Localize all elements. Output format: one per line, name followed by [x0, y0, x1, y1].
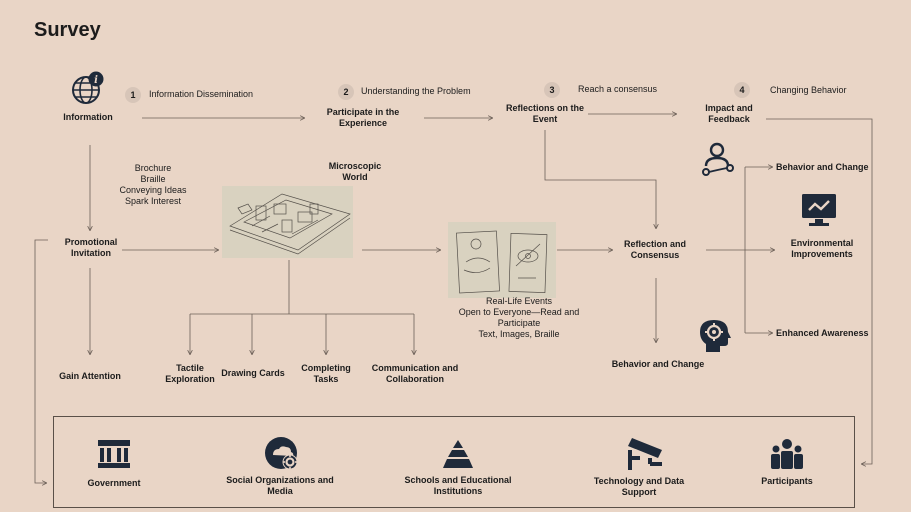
step-2-label: Understanding the Problem [361, 86, 471, 96]
stakeholder-social-organizations-media: Social Organizations and Media [226, 475, 334, 496]
info-list: Brochure Braille Conveying Ideas Spark I… [104, 163, 202, 207]
info-item: Braille [140, 174, 166, 184]
stakeholder-participants: Participants [761, 476, 813, 486]
real-life-events-cards-image [448, 222, 556, 298]
pyramid-icon [442, 438, 474, 470]
node-microscopic-world: Microscopic World [328, 161, 382, 182]
info-item: Conveying Ideas [119, 185, 187, 195]
node-promotional-invitation: Promotional Invitation [64, 237, 118, 258]
social-organization-icon [263, 435, 301, 471]
page-title: Survey [34, 19, 101, 41]
activity-tactile-exploration: Tactile Exploration [165, 363, 215, 384]
step-1-number: 1 [125, 87, 141, 103]
node-enhanced-awareness: Enhanced Awareness [776, 328, 869, 338]
cctv-camera-icon [626, 436, 664, 472]
stakeholder-technology-data: Technology and Data Support [593, 476, 685, 497]
node-reflections-event: Reflections on the Event [505, 103, 584, 124]
stakeholder-schools-educational: Schools and Educational Institutions [404, 475, 512, 496]
activity-communication-collaboration: Communication and Collaboration [371, 363, 459, 384]
activity-drawing-cards: Drawing Cards [221, 368, 285, 378]
step-1-label: Information Dissemination [149, 89, 254, 99]
step-2-number: 2 [338, 84, 354, 100]
node-information: Information [63, 112, 113, 122]
info-item: Brochure [134, 163, 172, 173]
svg-text:i: i [94, 75, 98, 86]
node-reflection-consensus: Reflection and Consensus [623, 239, 686, 260]
stakeholders-panel [53, 416, 855, 508]
head-gear-icon [698, 318, 734, 354]
arrow-promotional-stakeholders [34, 239, 48, 483]
activity-completing-tasks: Completing Tasks [301, 363, 351, 384]
node-participate: Participate in the Experience [326, 107, 400, 128]
arrow-reflections-consensus [544, 130, 656, 228]
step-4-label: Changing Behavior [770, 85, 847, 95]
step-4-number: 4 [734, 82, 750, 98]
globe-info-icon: i [70, 71, 106, 105]
arrow-impact-stakeholders [766, 118, 873, 464]
user-journey-icon [700, 140, 736, 176]
node-gain-attention: Gain Attention [59, 371, 121, 381]
microscopic-world-model-image [222, 186, 353, 258]
step-3-number: 3 [544, 82, 560, 98]
government-building-icon [96, 438, 132, 470]
people-group-icon [770, 437, 804, 471]
node-behavior-change-right: Behavior and Change [776, 162, 869, 172]
monitor-chart-icon [800, 192, 838, 228]
node-environmental-improvements: Environmental Improvements [790, 238, 854, 259]
stakeholder-government: Government [87, 478, 141, 488]
node-impact-feedback: Impact and Feedback [705, 103, 753, 124]
events-description: Real-Life Events Open to Everyone—Read a… [458, 296, 580, 339]
step-3-label: Reach a consensus [578, 84, 658, 94]
node-behavior-change-bottom: Behavior and Change [611, 359, 705, 369]
info-item: Spark Interest [124, 196, 182, 206]
